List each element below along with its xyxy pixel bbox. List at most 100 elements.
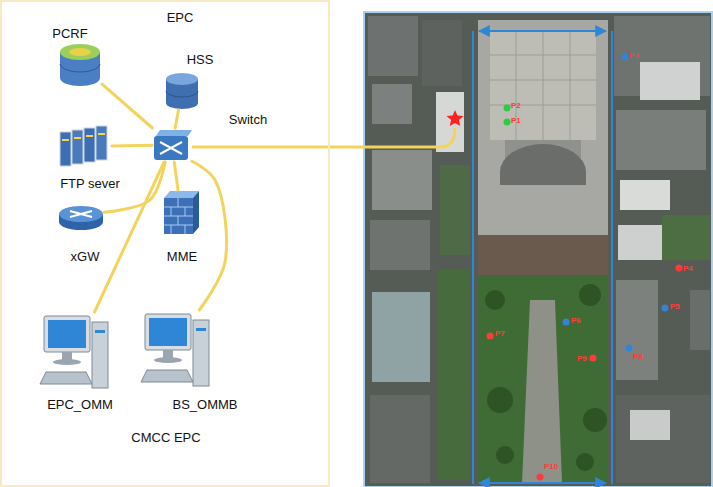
coverage-dimension [472, 31, 474, 484]
coverage-dimension [479, 482, 606, 484]
network-element: FTP sever [58, 125, 112, 168]
satellite-map [490, 30, 596, 140]
mme-firewall-icon [193, 191, 199, 234]
mme-firewall-icon [164, 198, 193, 234]
terminal-node: EPC_OMM [42, 312, 110, 392]
satellite-map [368, 16, 418, 76]
coverage-dimension [611, 31, 613, 484]
satellite-map [690, 290, 710, 350]
computer-icon [40, 316, 108, 388]
test-point-label: P8 [633, 352, 643, 361]
satellite-map [579, 284, 601, 306]
ftp-server-icon [60, 126, 107, 166]
ftp-server-icon [62, 134, 105, 140]
network-element: MME [162, 190, 200, 235]
computer-icon [141, 314, 209, 386]
mme-firewall-icon [164, 191, 199, 234]
switch-node: Switch [152, 128, 192, 162]
computer-icon [92, 322, 108, 388]
mme-firewall-icon [164, 191, 199, 198]
ftp-server-icon [72, 130, 83, 164]
computer-icon [40, 372, 92, 384]
computer-icon [62, 352, 72, 360]
satellite-map [422, 20, 462, 86]
xgw-router-icon [59, 206, 103, 222]
node-label: HSS [187, 52, 214, 67]
network-element: xGW [58, 205, 104, 232]
pcrf-icon [69, 48, 91, 56]
test-point-dots [504, 119, 511, 126]
xgw-router-icon [59, 206, 103, 230]
test-point-dots [626, 345, 633, 352]
test-point-dots [487, 54, 683, 481]
node-label: BS_OMMB [172, 397, 237, 412]
test-point-dots [676, 265, 683, 272]
computer-icon [193, 320, 209, 386]
test-point-dots [662, 305, 669, 312]
test-point-dots [487, 333, 494, 340]
ftp-server-icon [60, 132, 71, 166]
node-label: FTP sever [60, 176, 120, 191]
satellite-map [478, 20, 608, 235]
test-point-label: P5 [670, 302, 680, 311]
satellite-map [372, 84, 412, 124]
terminal-node: BS_OMMB [145, 310, 212, 388]
test-point-dots [590, 355, 597, 362]
switch-icon [154, 130, 192, 160]
satellite-map [616, 395, 710, 483]
test-point-label: P7 [495, 329, 505, 338]
satellite-map [496, 446, 514, 464]
satellite-map [372, 292, 430, 382]
satellite-map [478, 275, 608, 483]
satellite-map [500, 144, 586, 185]
node-label: EPC [167, 10, 194, 25]
satellite-map [630, 410, 670, 440]
site-star [447, 110, 464, 126]
computer-icon [163, 350, 173, 358]
satellite-map [620, 180, 670, 210]
test-point-dots [537, 474, 544, 481]
network-element: PCRF [58, 44, 102, 86]
satellite-map [370, 395, 430, 483]
computer-icon [44, 316, 90, 352]
satellite-map [640, 62, 700, 100]
node-label: xGW [71, 249, 100, 264]
satellite-map [478, 235, 608, 275]
satellite-map [485, 290, 505, 310]
test-point-dots [622, 54, 629, 61]
connector-line [112, 144, 152, 148]
satellite-map [522, 300, 562, 483]
node-label: Switch [229, 112, 267, 127]
satellite-map [364, 12, 712, 487]
connector-line [175, 110, 178, 128]
epc-panel: EPCCMCC EPCPCRFHSSSwitchFTP severxGWMMEE… [0, 0, 330, 487]
test-point-label: P2 [511, 101, 521, 110]
switch-icon [154, 136, 188, 160]
satellite-map [487, 387, 513, 413]
ftp-server-icon [96, 126, 107, 160]
connector-line [192, 161, 227, 310]
test-point-label: P3 [629, 51, 639, 60]
computer-icon [154, 357, 182, 363]
satellite-map [372, 150, 432, 210]
connector-line [102, 84, 152, 128]
hss-icon [166, 73, 198, 85]
hss-icon [166, 91, 198, 97]
pcrf-icon [60, 44, 100, 86]
hss-icon [166, 73, 198, 109]
test-point-label: P1 [511, 116, 521, 125]
satellite-map [438, 270, 470, 480]
pcrf-icon [60, 44, 100, 60]
satellite-map [618, 225, 663, 260]
node-label: MME [167, 249, 197, 264]
computer-icon [145, 314, 191, 350]
satellite-map [364, 12, 712, 487]
node-label: EPC_OMM [47, 397, 113, 412]
satellite-map [662, 215, 710, 260]
computer-icon [149, 318, 187, 346]
test-point-dots [563, 319, 570, 326]
switch-icon [156, 130, 192, 136]
